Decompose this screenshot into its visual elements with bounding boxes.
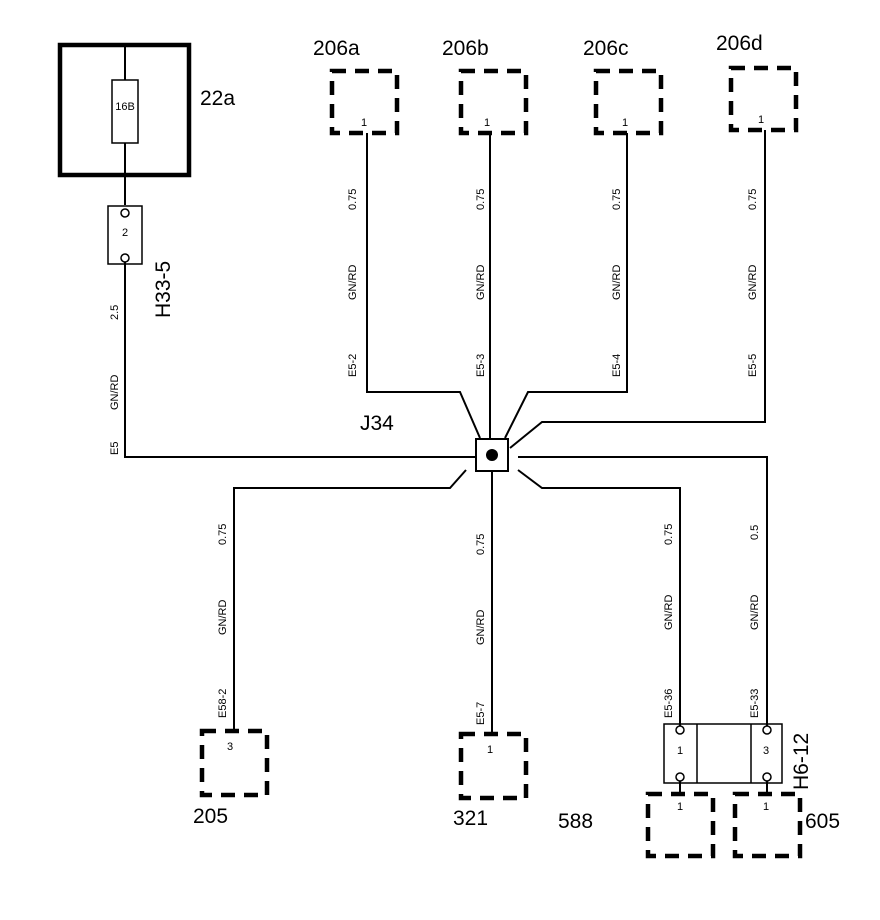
wire-circuit: E5-36	[663, 689, 675, 718]
connector-h33: 2 H33-5	[107, 205, 175, 318]
wire-circuit: E5-3	[475, 354, 487, 377]
connector-pin: 1	[484, 117, 490, 129]
wire-color: GN/RD	[663, 595, 675, 631]
fuse-box-22a: 16B 22a	[57, 42, 235, 205]
connector-id: 321	[453, 807, 488, 830]
connector-321: 1 321 0.75 GN/RD E5-7	[453, 471, 529, 830]
connector-pin: 1	[758, 114, 764, 126]
connector-id: 206b	[442, 37, 489, 60]
connector-pin: 2	[122, 227, 128, 239]
pin-circle-icon	[675, 772, 685, 782]
fuse-icon	[111, 79, 139, 144]
wire-color: GN/RD	[109, 375, 121, 411]
wire-circuit: E5-2	[347, 354, 359, 377]
connector-605: 1 605	[732, 791, 840, 859]
connector-h6: 0.75 GN/RD E5-36 0.5 GN/RD E5-33 1 3 H6-…	[517, 456, 813, 794]
wire-size: 0.75	[663, 524, 675, 545]
connector-pin: 1	[677, 801, 683, 813]
pin-circle-icon	[120, 208, 130, 218]
wire-circuit: E5-5	[747, 354, 759, 377]
wire-size: 0.75	[747, 189, 759, 210]
wire-color: GN/RD	[475, 265, 487, 301]
pin-circle-icon	[762, 772, 772, 782]
wire-size: 0.75	[475, 534, 487, 555]
wire-circuit: E58-2	[217, 689, 229, 718]
fuse-label: 16B	[115, 101, 135, 113]
wire-color: GN/RD	[347, 265, 359, 301]
wire-size: 0.5	[749, 525, 761, 540]
pin-circle-icon	[762, 725, 772, 735]
junction-dot-icon	[486, 449, 498, 461]
wire-circuit: E5-7	[475, 702, 487, 725]
main-wire: 2.5 GN/RD E5	[109, 262, 476, 458]
connector-pin: 3	[227, 741, 233, 753]
wire-circuit: E5	[109, 442, 121, 455]
connector-id: 588	[558, 810, 593, 833]
connector-id: 206d	[716, 32, 763, 55]
connector-206a: 1 206a 0.75 GN/RD E5-2	[313, 37, 481, 439]
connector-id: 206c	[583, 37, 629, 60]
connector-pin: 1	[361, 117, 367, 129]
connector-pin: 1	[677, 745, 683, 757]
junction-j34: J34	[360, 412, 509, 472]
junction-id: J34	[360, 412, 394, 435]
pin-circle-icon	[120, 253, 130, 263]
connector-pin: 1	[763, 801, 769, 813]
connector-id: 205	[193, 805, 228, 828]
connector-206c: 1 206c 0.75 GN/RD E5-4	[504, 37, 664, 439]
connector-id: 605	[805, 810, 840, 833]
connector-id: H33-5	[152, 261, 175, 318]
wire-color: GN/RD	[749, 595, 761, 631]
wire-circuit: E5-33	[749, 689, 761, 718]
wire-circuit: E5-4	[611, 354, 623, 377]
fuse-box-id: 22a	[200, 87, 235, 110]
wire-color: GN/RD	[611, 265, 623, 301]
wire-color: GN/RD	[475, 610, 487, 646]
connector-id: H6-12	[790, 733, 813, 790]
connector-pin: 1	[622, 117, 628, 129]
wire-size: 0.75	[475, 189, 487, 210]
wire-color: GN/RD	[217, 600, 229, 636]
wire-size: 0.75	[347, 189, 359, 210]
pin-circle-icon	[675, 725, 685, 735]
wire-size: 0.75	[217, 524, 229, 545]
connector-pin: 3	[763, 745, 769, 757]
connector-pin: 1	[487, 744, 493, 756]
connector-206d: 1 206d 0.75 GN/RD E5-5	[509, 32, 799, 449]
wire-size: 2.5	[109, 305, 121, 320]
connector-id: 206a	[313, 37, 360, 60]
connector-205: 3 205 0.75 GN/RD E58-2	[193, 469, 467, 828]
wire-size: 0.75	[611, 189, 623, 210]
connector-588: 1 588	[558, 791, 716, 859]
wire-color: GN/RD	[747, 265, 759, 301]
connector-206b: 1 206b 0.75 GN/RD E5-3	[442, 37, 529, 439]
